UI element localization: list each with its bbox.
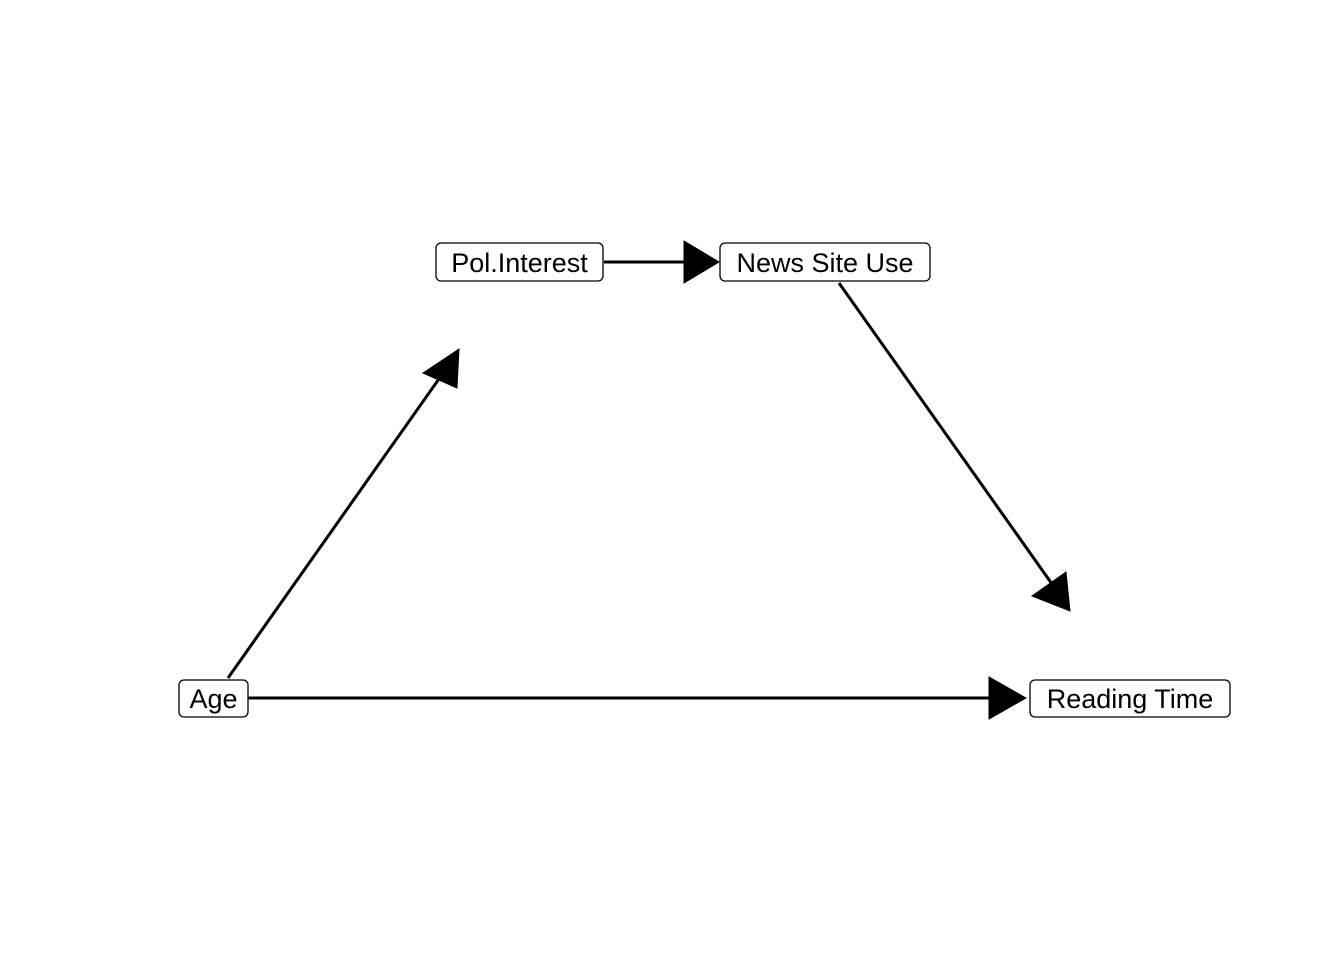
node-label: Age bbox=[189, 684, 237, 714]
edge-news-site-use-to-reading-time bbox=[837, 282, 1071, 612]
node-news-site-use: News Site Use bbox=[719, 242, 931, 282]
arrowhead bbox=[1030, 571, 1071, 612]
arrowhead bbox=[683, 240, 720, 284]
node-label: Pol.Interest bbox=[451, 248, 588, 278]
node-age: Age bbox=[178, 679, 249, 718]
node-label: Reading Time bbox=[1047, 684, 1214, 714]
node-label: News Site Use bbox=[736, 248, 913, 278]
edge-age-to-pol-interest bbox=[226, 348, 460, 679]
arrowhead bbox=[988, 676, 1028, 720]
node-reading-time: Reading Time bbox=[1029, 679, 1231, 718]
edge-pol-interest-to-news-site-use bbox=[604, 240, 720, 284]
edge-age-to-reading-time bbox=[248, 676, 1028, 720]
arrowhead bbox=[421, 348, 460, 389]
node-pol-interest: Pol.Interest bbox=[435, 242, 604, 282]
